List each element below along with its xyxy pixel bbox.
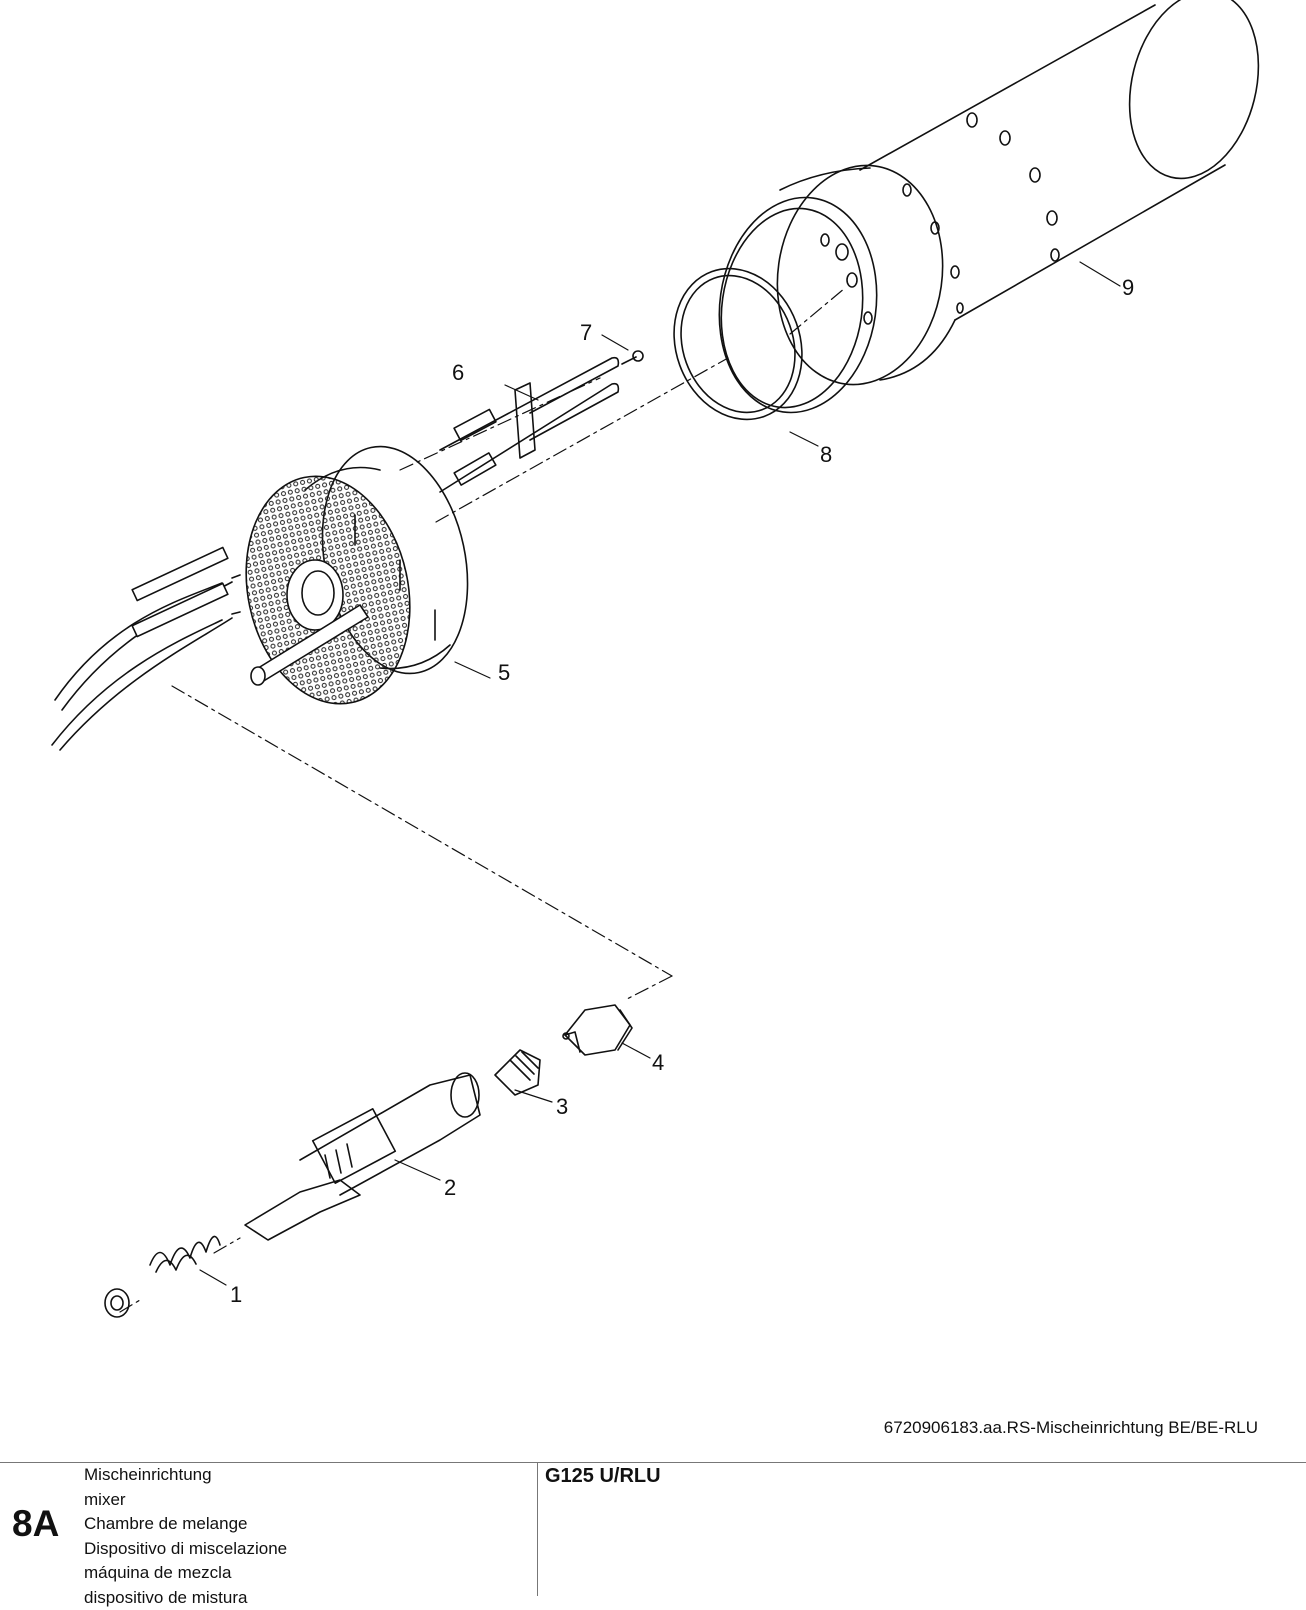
- callout-1: 1: [230, 1282, 242, 1307]
- part-9-flame-tube: [706, 0, 1277, 423]
- name-de: Mischeinrichtung: [84, 1463, 287, 1488]
- part-3-filter: [495, 1050, 552, 1102]
- name-pt: dispositivo de mistura: [84, 1586, 287, 1610]
- sheet-number: 8A: [12, 1503, 59, 1545]
- part-group-names: Mischeinrichtung mixer Chambre de melang…: [84, 1463, 287, 1610]
- model-name: G125 U/RLU: [545, 1465, 661, 1488]
- callout-5: 5: [498, 660, 510, 685]
- callout-9: 9: [1122, 275, 1134, 300]
- name-en: mixer: [84, 1488, 287, 1513]
- part-1-spring-and-nut: [105, 1236, 226, 1317]
- part-4-nozzle: [563, 1005, 650, 1058]
- assembly-axis-lines: [120, 288, 845, 1312]
- ignition-cables: [52, 547, 240, 750]
- part-8-sealing-ring: [653, 250, 822, 446]
- callout-3: 3: [556, 1094, 568, 1119]
- callout-8: 8: [820, 442, 832, 467]
- callout-4: 4: [652, 1050, 664, 1075]
- name-es: máquina de mezcla: [84, 1561, 287, 1586]
- callout-6: 6: [452, 360, 464, 385]
- title-block: 8A Mischeinrichtung mixer Chambre de mel…: [0, 1462, 1306, 1596]
- part-6-ignition-electrodes: [440, 358, 618, 492]
- drawing-reference-code: 6720906183.aa.RS-Mischeinrichtung BE/BE-…: [884, 1418, 1258, 1438]
- name-fr: Chambre de melange: [84, 1512, 287, 1537]
- name-it: Dispositivo di miscelazione: [84, 1537, 287, 1562]
- title-block-divider: [537, 1463, 538, 1596]
- callout-7: 7: [580, 320, 592, 345]
- exploded-parts-diagram: 1 2 3 4 5 6 7 8 9: [0, 0, 1306, 1440]
- callout-2: 2: [444, 1175, 456, 1200]
- part-2-preheater: [245, 1073, 480, 1240]
- part-5-burner-head: [226, 433, 490, 719]
